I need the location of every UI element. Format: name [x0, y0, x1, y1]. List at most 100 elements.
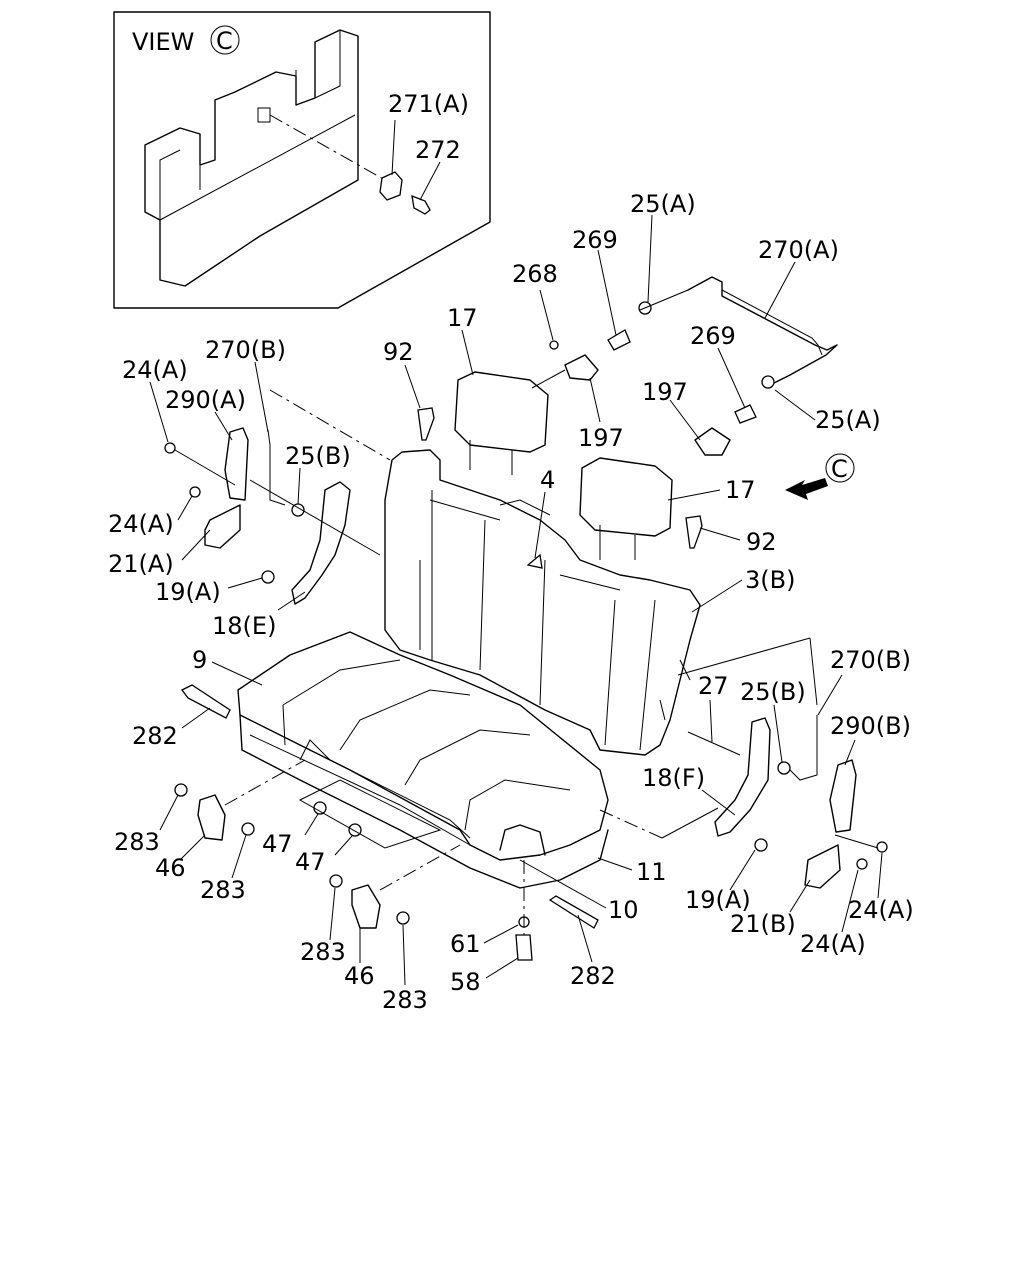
bracket-197-mid: [564, 354, 599, 381]
seat-back-rear-view: [144, 29, 359, 287]
callout-labels: 271(A) 272 25(A) 270(A) 269 268 269 197 …: [108, 90, 914, 1014]
bracket-46-right: [351, 884, 381, 929]
bolt-283-3: [329, 874, 343, 888]
callout-61: 61: [450, 930, 481, 958]
bolt-269-mid: [734, 404, 757, 424]
callout-282-left: 282: [132, 722, 178, 750]
callout-24a-4: 24(A): [800, 930, 866, 958]
leader-197-left: [669, 399, 701, 441]
callout-92-top: 92: [383, 338, 414, 366]
callout-21a: 21(A): [108, 550, 174, 578]
leader-24a-bracket: [174, 449, 236, 486]
callout-92-right: 92: [746, 528, 777, 556]
callout-283-1: 283: [114, 828, 160, 856]
leader-24a-2: [177, 495, 193, 521]
callout-269-top: 269: [572, 226, 618, 254]
leader-283-2: [231, 834, 247, 879]
seat-back-outline: [384, 449, 701, 756]
seat-frame-inner: [249, 734, 471, 846]
inset-leader-271a: [269, 114, 386, 181]
leader-17-top: [461, 329, 474, 376]
leader-270a: [764, 261, 796, 319]
leader-270b-right: [817, 674, 843, 716]
callout-283-2: 283: [200, 876, 246, 904]
leader-17-right: [667, 489, 721, 501]
cable-270a-assembly: [531, 276, 838, 456]
callout-269-mid: 269: [690, 322, 736, 350]
headrest-guide-92-left: [417, 407, 435, 441]
leader-4: [534, 491, 546, 559]
leader-47-2: [334, 835, 353, 856]
leader-lines: [149, 119, 883, 986]
leader-21b: [789, 879, 811, 913]
callout-270b-left: 270(B): [205, 336, 286, 364]
leader-270b-left: [254, 361, 269, 433]
callout-19a-right: 19(A): [685, 886, 751, 914]
right-dash-line: [599, 809, 663, 839]
callout-47-2: 47: [295, 848, 326, 876]
callout-17-right: 17: [725, 476, 756, 504]
washer-47-2: [348, 823, 362, 837]
callout-283-3: 283: [300, 938, 346, 966]
view-c-inset: VIEW C: [113, 11, 491, 309]
view-c-arrow: C: [785, 453, 855, 500]
left-dash-line: [269, 389, 391, 461]
callout-25a-right: 25(A): [815, 406, 881, 434]
bolt-283-1: [174, 783, 188, 797]
leader-24a-1: [149, 381, 169, 443]
callout-24a-2: 24(A): [108, 510, 174, 538]
callout-18f: 18(F): [642, 764, 705, 792]
callout-47-1: 47: [262, 830, 293, 858]
leader-19a-left: [227, 577, 263, 589]
inset-frame: [113, 11, 491, 309]
leader-25b-right: [773, 704, 783, 763]
bolt-19a-right: [754, 838, 768, 852]
callout-197-mid: 197: [578, 424, 624, 452]
callout-271a: 271(A): [388, 90, 469, 118]
leader-47-1: [304, 813, 319, 836]
leader-21a: [181, 529, 211, 561]
callout-24a-1: 24(A): [122, 356, 188, 384]
right-leader-cover: [834, 834, 879, 849]
leader-282-left: [181, 707, 211, 729]
callout-27: 27: [698, 672, 729, 700]
nut-47-1: [313, 801, 327, 815]
callout-46-2: 46: [344, 962, 375, 990]
callout-270b-right: 270(B): [830, 646, 911, 674]
cover-290a: [224, 427, 249, 501]
seat-back-rear-inner: [159, 30, 356, 221]
bracket-21a: [204, 504, 241, 549]
leader-272: [419, 161, 441, 201]
bolt-19a-left: [261, 570, 275, 584]
seat-back-seams: [419, 490, 691, 751]
callout-197-left: 197: [642, 378, 688, 406]
leader-269-top: [597, 249, 617, 336]
callout-21b: 21(B): [730, 910, 796, 938]
leader-269-mid: [717, 347, 746, 409]
leader-197-mid: [589, 377, 601, 423]
leader-283-1: [159, 794, 179, 831]
callout-272: 272: [415, 136, 461, 164]
seat-handle-10: [499, 824, 546, 856]
bolt-282-right: [548, 895, 599, 929]
leader-283-4: [402, 924, 406, 986]
leader-27: [709, 699, 713, 743]
leader-24a-3: [877, 852, 883, 899]
callout-10: 10: [608, 896, 639, 924]
bolt-24a-upper: [164, 442, 176, 454]
leader-25a-top: [647, 214, 653, 303]
callout-3b: 3(B): [745, 566, 795, 594]
left-leader-270b: [249, 479, 381, 556]
view-symbol: C: [216, 27, 233, 55]
lower-plane: [298, 779, 442, 849]
callout-282-right: 282: [570, 962, 616, 990]
callout-25b-left: 25(B): [285, 442, 351, 470]
clip-25a-right: [761, 375, 775, 389]
leader-290a: [214, 411, 233, 441]
cable-270b-left: [267, 429, 286, 506]
leader-290b: [844, 739, 856, 766]
leader-282-right: [577, 914, 593, 963]
hinge-18f: [714, 717, 771, 837]
screw-272: [411, 194, 431, 215]
